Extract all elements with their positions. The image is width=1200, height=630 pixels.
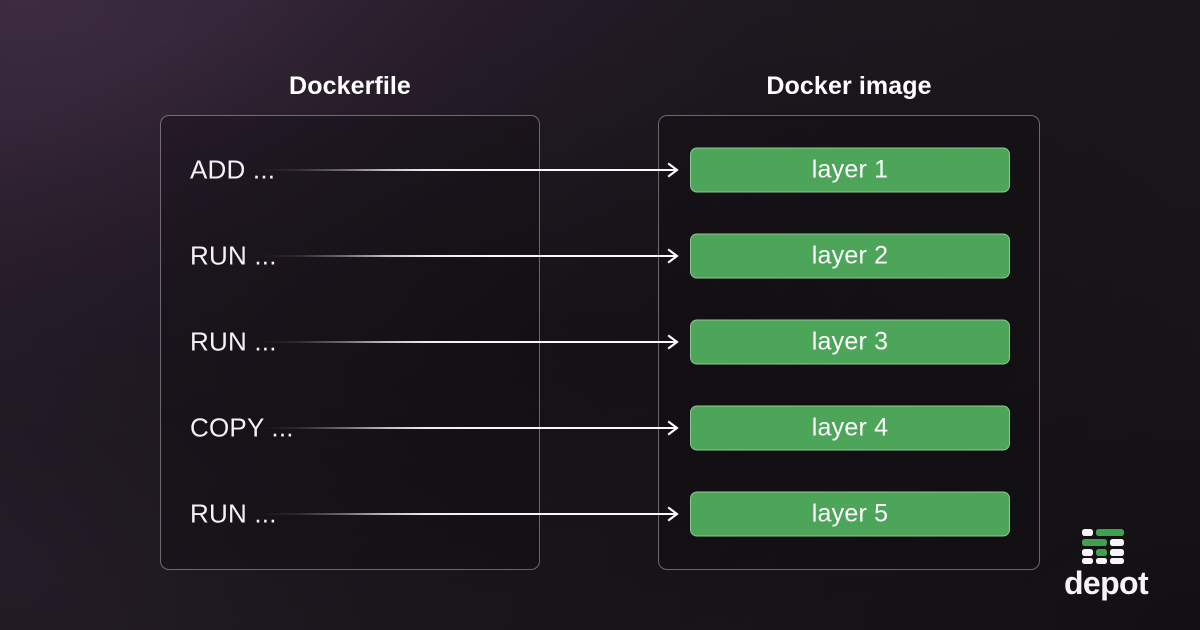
- arrow-right-icon: [664, 246, 682, 266]
- instruction-to-layer-connector: [262, 513, 676, 515]
- instruction-to-layer-connector: [262, 169, 676, 171]
- image-layer-label: layer 2: [811, 241, 889, 270]
- arrow-right-icon: [664, 160, 682, 180]
- image-layer-box: layer 5: [690, 491, 1010, 537]
- depot-grid-icon: [1082, 529, 1124, 564]
- dockerfile-panel-title: Dockerfile: [289, 72, 411, 100]
- instruction-to-layer-connector: [262, 427, 676, 429]
- image-layer-box: layer 1: [690, 147, 1010, 193]
- depot-wordmark: depot: [1063, 565, 1149, 601]
- dockerfile-instruction: ADD ...: [190, 154, 276, 185]
- image-layer-label: layer 4: [811, 413, 889, 442]
- image-layer-label: layer 5: [811, 499, 889, 528]
- arrow-right-icon: [664, 332, 682, 352]
- arrow-right-icon: [664, 418, 682, 438]
- image-layer-box: layer 3: [690, 319, 1010, 365]
- instruction-to-layer-connector: [262, 255, 676, 257]
- image-layer-label: layer 3: [811, 327, 889, 356]
- image-layer-box: layer 2: [690, 233, 1010, 279]
- image-layer-label: layer 1: [811, 155, 889, 184]
- instruction-to-layer-connector: [262, 341, 676, 343]
- arrow-right-icon: [664, 504, 682, 524]
- depot-logo: depot: [1058, 526, 1154, 606]
- docker-image-panel-title: Docker image: [766, 72, 932, 100]
- image-layer-box: layer 4: [690, 405, 1010, 451]
